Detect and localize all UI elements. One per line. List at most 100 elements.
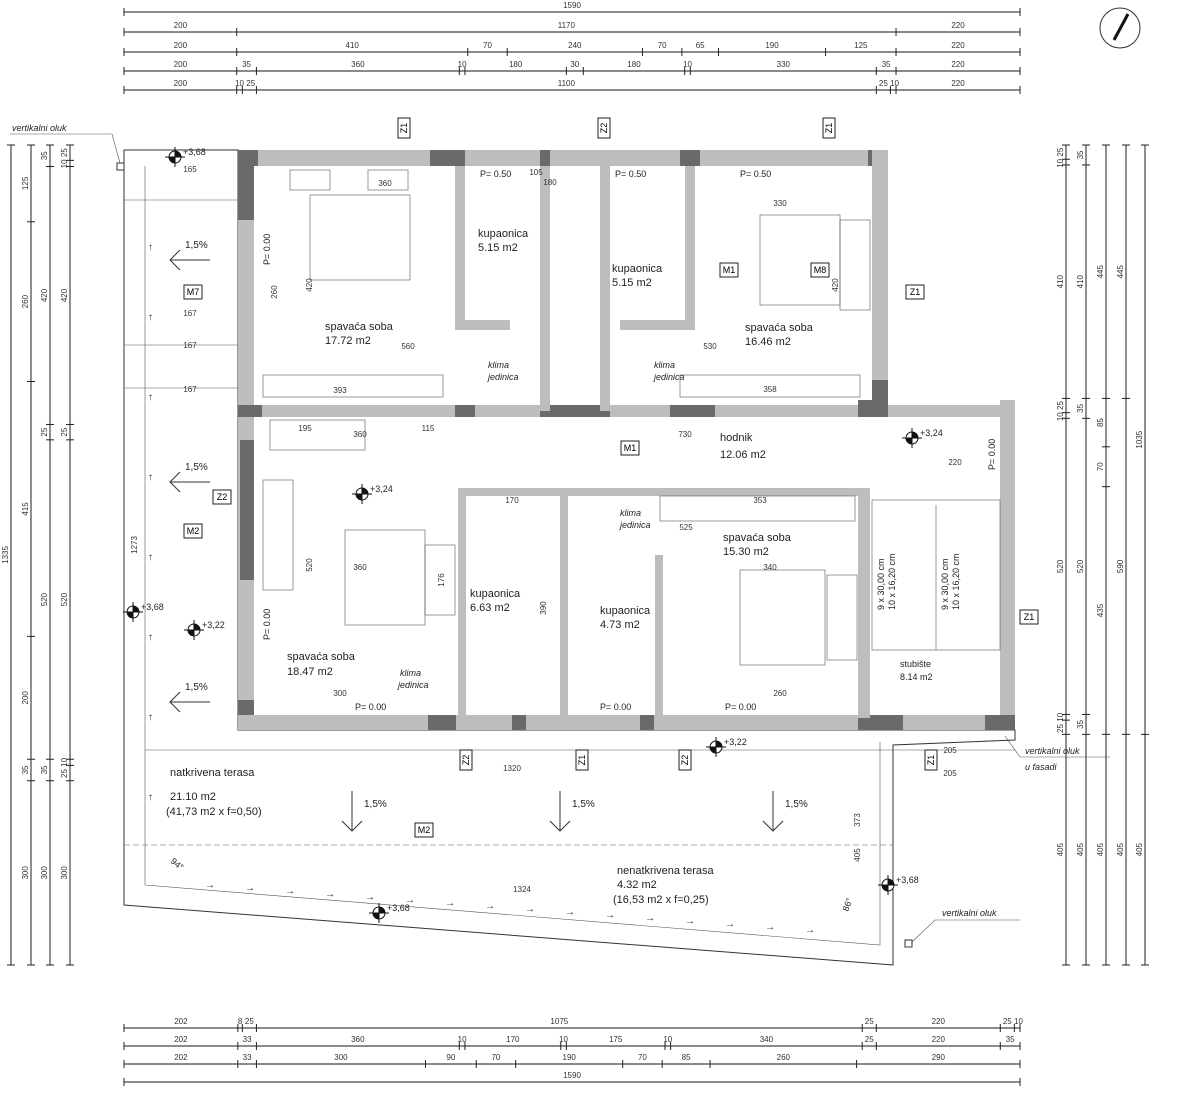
dimension-label: 70	[1096, 462, 1105, 471]
slope-arrow-icon	[341, 791, 363, 832]
interior-dimension-label: 260	[773, 689, 787, 698]
interior-dimension-label: 1273	[130, 536, 139, 554]
interior-dimension-label: 300	[333, 689, 347, 698]
dimension-label: 220	[951, 21, 965, 30]
dimension-label: 65	[696, 41, 705, 50]
dimension-label: 190	[563, 1053, 577, 1062]
svg-text:6.63 m2: 6.63 m2	[470, 602, 510, 614]
parapet-label: P= 0.00	[262, 234, 272, 265]
interior-dimension-label: 360	[378, 179, 392, 188]
dimension-label: 1100	[558, 79, 576, 88]
dimension-label: 445	[1096, 264, 1105, 278]
tag-label: M8	[814, 265, 827, 275]
svg-text:→: →	[485, 901, 495, 912]
svg-text:→: →	[205, 880, 215, 891]
dimension-label: 180	[509, 60, 523, 69]
slope-marker: 1,5%	[341, 791, 387, 832]
dimension-label: 590	[1116, 559, 1125, 573]
dimension-label: 175	[609, 1035, 623, 1044]
dimension-label: 405	[1116, 842, 1125, 856]
svg-text:→: →	[805, 925, 815, 936]
slope-arrow-icon	[169, 249, 210, 271]
ac-note: klima	[400, 668, 421, 678]
dimension-label: 30	[570, 60, 579, 69]
element-tag: M2	[414, 822, 434, 838]
element-tag: Z1	[905, 284, 925, 300]
level-marker: +3,68	[369, 903, 410, 923]
tag-label: Z1	[824, 123, 834, 134]
dimension-label: 300	[40, 866, 49, 880]
interior-dimension-label: 358	[763, 385, 777, 394]
dimension-label: 520	[1056, 559, 1065, 573]
interior-dimension-label: 205	[943, 746, 957, 755]
dimension-label: 405	[1076, 842, 1085, 856]
level-label: +3,22	[724, 737, 747, 747]
svg-text:5.15 m2: 5.15 m2	[612, 277, 652, 289]
angle-label: 94°	[169, 856, 186, 873]
dimension-label: 33	[243, 1035, 252, 1044]
level-marker: +3,24	[352, 484, 393, 504]
element-tag: M8	[810, 262, 830, 278]
furniture	[262, 169, 1001, 666]
dimension-label: 200	[174, 79, 188, 88]
dimension-label: 190	[765, 41, 779, 50]
level-label: +3,22	[202, 620, 225, 630]
interior-dimension-label: 167	[183, 341, 197, 350]
dimension-label: 1075	[550, 1017, 568, 1026]
dimension-label: 35	[242, 60, 251, 69]
svg-text:kupaonica: kupaonica	[612, 263, 663, 275]
slope-label: 1,5%	[185, 240, 208, 251]
level-marker: +3,68	[878, 875, 919, 895]
svg-text:↑: ↑	[148, 792, 153, 803]
tag-label: M2	[187, 526, 200, 536]
interior-dimension-label: 730	[678, 430, 692, 439]
dimension-label: 410	[1076, 274, 1085, 288]
dimension-label: 10	[1014, 1017, 1023, 1026]
parapet-label: P= 0.00	[725, 702, 756, 712]
dimension-label: 340	[760, 1035, 774, 1044]
interior-dimension-label: 530	[703, 342, 717, 351]
parapet-label: P= 0.00	[262, 609, 272, 640]
element-tag: Z1	[575, 749, 589, 771]
dimension-label: 290	[932, 1053, 946, 1062]
svg-text:spavaća soba: spavaća soba	[723, 532, 792, 544]
level-label: +3,68	[141, 602, 164, 612]
level-label: +3,24	[370, 484, 393, 494]
interior-dimension-label: 373	[853, 813, 862, 827]
svg-text:→: →	[405, 895, 415, 906]
svg-text:12.06 m2: 12.06 m2	[720, 449, 766, 461]
dimension-label: 200	[174, 60, 188, 69]
element-tag: M2	[183, 523, 203, 539]
interior-dimension-label: 420	[305, 278, 314, 292]
interior-dimension-label: 167	[183, 385, 197, 394]
dimension-label: 220	[951, 79, 965, 88]
interior-dimension-label: 393	[333, 386, 347, 395]
dimension-label: 260	[21, 294, 30, 308]
element-tag: Z1	[924, 749, 938, 771]
dimension-label: 10	[683, 60, 692, 69]
dimension-label: 1035	[1135, 430, 1144, 448]
dimension-label: 202	[174, 1053, 188, 1062]
dimension-label: 85	[682, 1053, 691, 1062]
parapet-label: P= 0.50	[615, 169, 646, 179]
svg-text:18.47 m2: 18.47 m2	[287, 666, 333, 678]
svg-text:→: →	[685, 916, 695, 927]
svg-text:stubište: stubište	[900, 659, 931, 669]
svg-text:↑: ↑	[148, 712, 153, 723]
dimension-label: 25	[245, 1017, 254, 1026]
slope-arrow-icon	[169, 691, 210, 713]
dimension-label: 25	[246, 79, 255, 88]
svg-text:spavaća soba: spavaća soba	[325, 321, 394, 333]
dimension-label: 520	[60, 592, 69, 606]
